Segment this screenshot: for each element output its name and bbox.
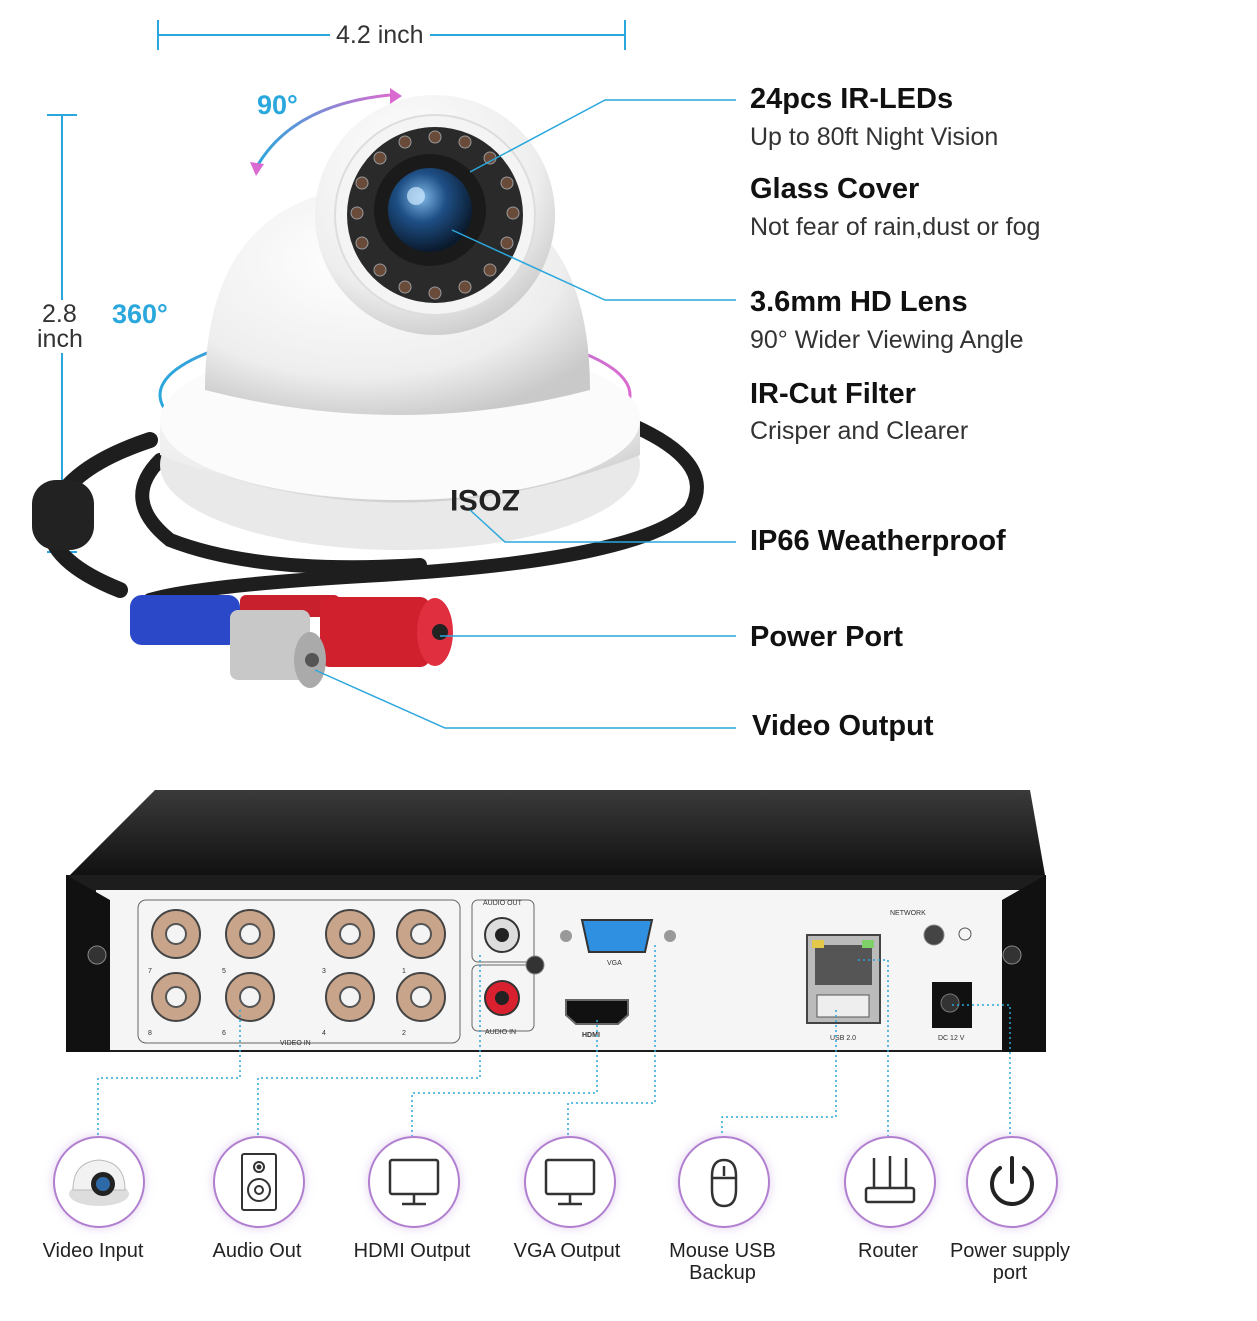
port-label-router: Router	[857, 1240, 919, 1262]
ch-label: 8	[148, 1030, 152, 1037]
pan-label: 360°	[112, 299, 168, 329]
port-label-power-supply: Power supply port	[949, 1240, 1071, 1284]
feature-title: IP66 Weatherproof	[750, 525, 1006, 557]
vga-label: VGA	[607, 960, 622, 967]
feature-title: Video Output	[752, 710, 934, 742]
ir-led-ring	[350, 130, 520, 300]
router-icon	[844, 1136, 936, 1228]
feature-subtitle: Up to 80ft Night Vision	[750, 123, 999, 151]
feature-title: 24pcs IR-LEDs	[750, 83, 954, 115]
cable-ferrite	[32, 480, 94, 550]
audio-in-label: AUDIO IN	[485, 1029, 516, 1036]
port-label-audio-out: Audio Out	[212, 1240, 302, 1262]
leader-lines	[314, 99, 736, 729]
feature-video-output: Video Output	[752, 709, 934, 743]
feature-title: 3.6mm HD Lens	[750, 286, 968, 318]
tilt-arc	[253, 93, 391, 171]
video-in-label: VIDEO IN	[280, 1040, 311, 1047]
bnc-panel	[137, 899, 461, 1044]
port-label-mouse-usb: Mouse USB Backup	[669, 1240, 776, 1284]
feature-ir-leds: 24pcs IR-LEDs Up to 80ft Night Vision	[750, 82, 998, 152]
feature-title: Glass Cover	[750, 173, 920, 205]
dvr-recorder: 7 5 3 1 8 6 4 2 VIDEO IN AUDIO OUT AUDIO…	[66, 790, 1046, 1052]
ch-label: 3	[322, 968, 326, 975]
dc-label: DC 12 V	[938, 1035, 965, 1042]
audio-out-label: AUDIO OUT	[483, 900, 523, 907]
brand-logo: ZOSI	[450, 483, 520, 516]
network-label: NETWORK	[890, 910, 926, 917]
usb-port	[816, 994, 870, 1018]
port-label-vga-output: VGA Output	[513, 1240, 621, 1262]
hdmi-port	[565, 999, 629, 1025]
usb-label: USB 2.0	[830, 1035, 856, 1042]
monitor-icon	[524, 1136, 616, 1228]
port-leader-lines	[97, 945, 1011, 1136]
width-label: 4.2 inch	[330, 21, 430, 49]
port-label-hdmi-output: HDMI Output	[353, 1240, 471, 1262]
tilt-label: 90°	[257, 90, 298, 120]
ch-label: 6	[222, 1030, 226, 1037]
vga-port	[580, 919, 654, 953]
feature-glass-cover: Glass Cover Not fear of rain,dust or fog	[750, 172, 1040, 242]
mouse-icon	[678, 1136, 770, 1228]
feature-power-port: Power Port	[750, 620, 903, 654]
dome-camera-icon	[53, 1136, 145, 1228]
hdmi-label: HDMI	[582, 1032, 600, 1039]
monitor-icon	[368, 1136, 460, 1228]
power-icon	[966, 1136, 1058, 1228]
feature-weatherproof: IP66 Weatherproof	[750, 524, 1006, 558]
feature-title: Power Port	[750, 621, 904, 653]
port-label-video-input: Video Input	[42, 1240, 144, 1262]
feature-title: IR-Cut Filter	[750, 378, 916, 410]
ch-label: 2	[402, 1030, 406, 1037]
height-label-line1: 2.8	[42, 300, 77, 328]
video-connector	[130, 595, 326, 688]
feature-subtitle: 90° Wider Viewing Angle	[750, 326, 1024, 354]
ch-label: 1	[402, 968, 406, 975]
feature-subtitle: Crisper and Clearer	[750, 417, 969, 445]
speaker-icon	[213, 1136, 305, 1228]
height-label-line2: inch	[37, 325, 83, 353]
feature-lens: 3.6mm HD Lens 90° Wider Viewing Angle	[750, 285, 1024, 355]
dome-camera: ZOSI	[160, 95, 640, 550]
ch-label: 4	[322, 1030, 326, 1037]
ch-label: 5	[222, 968, 226, 975]
ch-label: 7	[148, 968, 152, 975]
feature-ir-cut: IR-Cut Filter Crisper and Clearer	[750, 377, 968, 446]
feature-subtitle: Not fear of rain,dust or fog	[750, 213, 1041, 241]
